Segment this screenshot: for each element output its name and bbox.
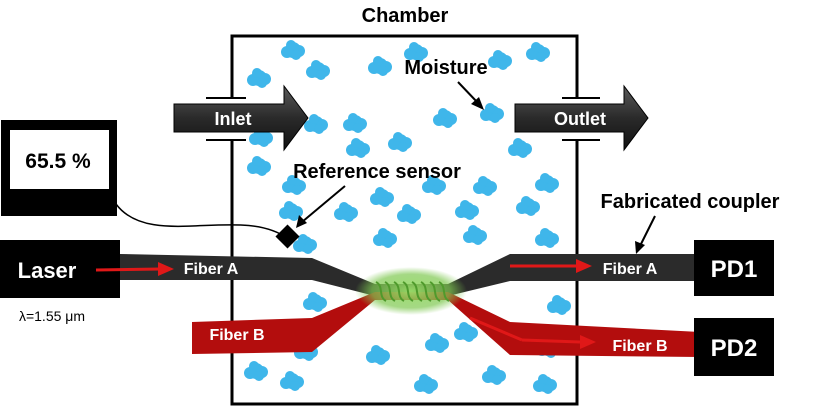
coupler-pointer: [635, 215, 656, 254]
pd2-label: PD2: [711, 335, 758, 362]
moisture-droplet: [281, 40, 305, 60]
sensor-cable: [115, 203, 288, 239]
coupler-twist: [384, 281, 396, 302]
moisture-pointer: [457, 81, 484, 110]
moisture-droplet: [247, 156, 271, 176]
moisture-droplet: [482, 365, 506, 385]
moisture-droplet: [293, 234, 317, 254]
moisture-droplet: [279, 201, 303, 221]
fiber-b-right-label: Fiber B: [612, 338, 667, 355]
coupler-twist: [393, 281, 405, 302]
moisture-droplet: [533, 374, 557, 394]
moisture-droplet: [414, 374, 438, 394]
moisture-droplet: [280, 371, 304, 391]
moisture-droplet: [463, 225, 487, 245]
coupler-twist: [420, 281, 432, 302]
fiber-b-left-label: Fiber B: [209, 327, 264, 344]
coupler-twist: [411, 281, 423, 302]
moisture-label: Moisture: [404, 57, 487, 79]
moisture-droplet: [535, 173, 559, 193]
fiber-a-right-label: Fiber A: [603, 261, 658, 278]
inlet-arrow: Inlet: [173, 84, 309, 152]
moisture-droplet: [455, 200, 479, 220]
moisture-droplet: [404, 42, 428, 62]
humidity-meter: 65.5 %: [1, 120, 117, 216]
moisture-droplet: [303, 292, 327, 312]
moisture-droplet: [306, 60, 330, 80]
coupler-twist: [438, 281, 450, 302]
moisture-droplet: [343, 113, 367, 133]
moisture-droplet: [473, 176, 497, 196]
moisture-droplet: [422, 175, 446, 195]
laser-label: Laser: [18, 258, 77, 283]
moisture-droplet: [388, 132, 412, 152]
moisture-droplet: [535, 228, 559, 248]
fiber-b-output-arrow: [469, 316, 596, 349]
coupler-twist: [402, 281, 414, 302]
moisture-droplet: [488, 50, 512, 70]
moisture-droplet: [334, 202, 358, 222]
moisture-droplet: [433, 108, 457, 128]
moisture-droplet: [526, 42, 550, 62]
moisture-droplet: [425, 333, 449, 353]
moisture-droplet: [454, 322, 478, 342]
moisture-droplet: [244, 361, 268, 381]
moisture-droplets: [244, 40, 571, 394]
coupler-twist: [429, 281, 441, 302]
pd1-box: [694, 240, 774, 296]
moisture-droplet: [516, 196, 540, 216]
moisture-droplet: [508, 138, 532, 158]
moisture-droplet: [547, 295, 571, 315]
pd2-box: [694, 318, 774, 376]
chamber-title: Chamber: [362, 5, 449, 27]
laser-signal-arrow: [95, 262, 174, 276]
moisture-droplet: [480, 103, 504, 123]
reference-sensor: [275, 224, 300, 249]
moisture-droplet: [304, 114, 328, 134]
reference-sensor-pointer: [296, 185, 346, 228]
wavelength-label: λ=1.55 μm: [19, 308, 85, 324]
meter-reading: 65.5 %: [25, 150, 91, 173]
outlet-arrow: Outlet: [514, 84, 649, 152]
moisture-droplet: [366, 345, 390, 365]
moisture-droplet: [249, 127, 273, 147]
outlet-label: Outlet: [554, 109, 606, 129]
fabricated-coupler: [355, 267, 467, 315]
moisture-droplet: [247, 68, 271, 88]
fiber-a-left-label: Fiber A: [184, 261, 239, 278]
fabricated-coupler-label: Fabricated coupler: [601, 191, 780, 213]
moisture-droplet: [397, 204, 421, 224]
pd1-label: PD1: [711, 256, 758, 283]
moisture-droplet: [368, 56, 392, 76]
reference-sensor-label: Reference sensor: [293, 161, 461, 183]
moisture-droplet: [373, 228, 397, 248]
fiber-a-output-arrow: [510, 259, 592, 273]
inlet-label: Inlet: [214, 109, 251, 129]
moisture-droplet: [346, 138, 370, 158]
coupler-twist: [375, 281, 387, 302]
moisture-droplet: [370, 187, 394, 207]
moisture-droplet: [282, 175, 306, 195]
